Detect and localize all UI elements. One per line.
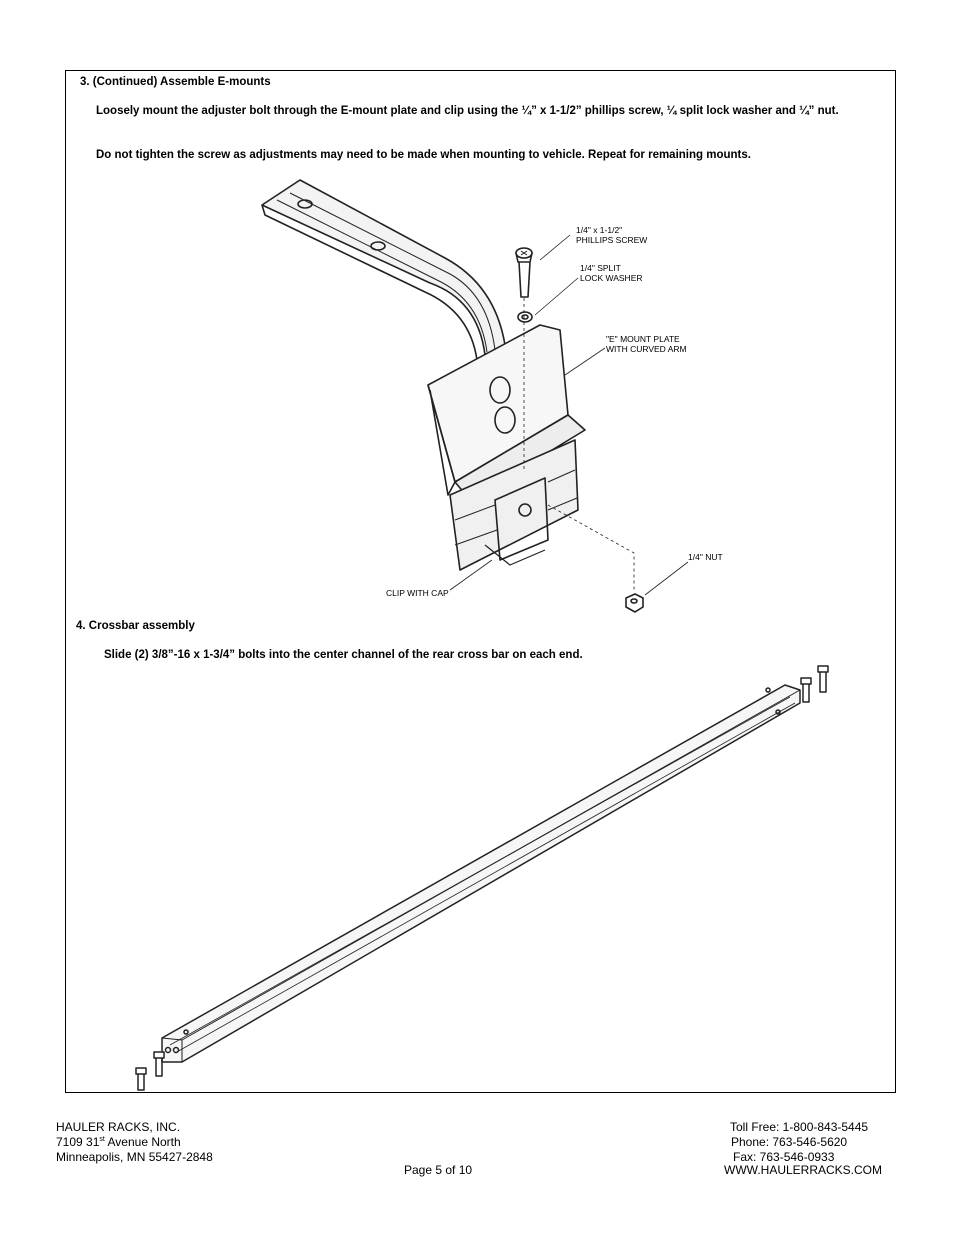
footer-page-number: Page 5 of 10 bbox=[404, 1163, 473, 1177]
label-lock-washer: 1/4" SPLIT LOCK WASHER bbox=[580, 263, 643, 283]
step3-instruction-2: Do not tighten the screw as adjustments … bbox=[96, 149, 751, 161]
label-nut: 1/4" NUT bbox=[688, 552, 723, 562]
step4-heading: 4. Crossbar assembly bbox=[76, 620, 195, 632]
footer-website: WWW.HAULERRACKS.COM bbox=[724, 1163, 883, 1177]
footer-phone: Phone: 763-546-5620 bbox=[731, 1135, 848, 1149]
label-phillips-screw: 1/4" x 1-1/2" PHILLIPS SCREW bbox=[576, 225, 648, 245]
footer-city: Minneapolis, MN 55427-2848 bbox=[56, 1150, 213, 1164]
footer-tollfree: Toll Free: 1-800-843-5445 bbox=[730, 1120, 869, 1134]
label-e-mount-plate: "E" MOUNT PLATE WITH CURVED ARM bbox=[606, 334, 687, 354]
step3-instruction-1: Loosely mount the adjuster bolt through … bbox=[96, 105, 839, 117]
label-clip-with-cap: CLIP WITH CAP bbox=[386, 588, 449, 598]
footer-company: HAULER RACKS, INC. bbox=[56, 1120, 181, 1134]
footer-fax: Fax: 763-546-0933 bbox=[733, 1150, 835, 1164]
step3-heading: 3. (Continued) Assemble E-mounts bbox=[80, 76, 271, 88]
step4-instruction: Slide (2) 3/8”-16 x 1-3/4” bolts into th… bbox=[104, 649, 583, 661]
footer-address: 7109 31st Avenue North bbox=[56, 1135, 181, 1149]
content-frame bbox=[65, 70, 896, 1093]
